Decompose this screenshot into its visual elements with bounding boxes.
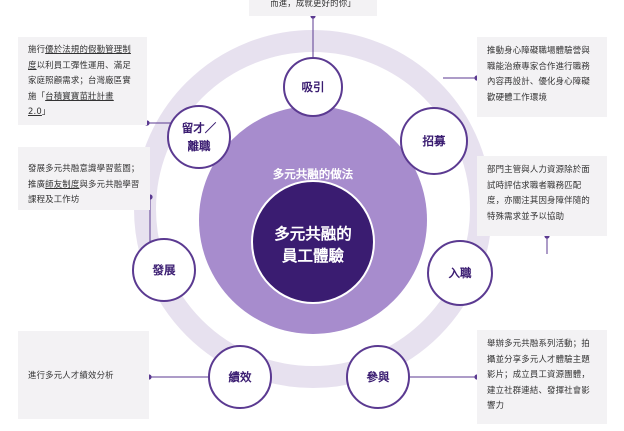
node-onboard[interactable] — [427, 240, 493, 306]
note-recruit-text: 推動身心障礙職場體驗營與職能治療專家合作進行職務內容再設計、優化身心障礙歡硬體工… — [487, 45, 590, 102]
note-engage-text: 舉辦多元共融系列活動；拍攝並分享多元人才體驗主題影片；成立員工資源團體，建立社群… — [487, 338, 590, 410]
label-recruit: 招募 — [423, 134, 446, 148]
note-retain: 施行優於法規的假勤管理制度以利員工彈性運用、滿足家庭照顧需求；台灣廠區實施「台積… — [18, 37, 147, 125]
note-develop-text-1: 發展多元共融意識學習藍圖；推廣 — [28, 163, 140, 189]
core-title-line1: 多元共融的 — [274, 224, 352, 243]
note-retain-text-3: 」 — [41, 106, 51, 116]
note-retain-text-2: 以利員工彈性運用、滿足家庭照顧需求；台灣廠區實施「 — [28, 59, 131, 101]
label-develop: 發展 — [152, 263, 176, 277]
ring-title: 多元共融的做法 — [273, 167, 354, 181]
note-onboard-text: 部門主管與人力資源除於面試時評估求職者職務匹配度，亦關注其因身障伴隨的特殊需求並… — [487, 164, 590, 221]
label-attract: 吸引 — [302, 80, 325, 94]
note-perform-text: 進行多元人才績效分析 — [28, 370, 114, 380]
note-develop: 發展多元共融意識學習藍圖；推廣師友制度與多元共融學習課程及工作坊 — [18, 147, 150, 210]
label-engage: 參與 — [367, 370, 390, 384]
note-perform: 進行多元人才績效分析 — [18, 331, 149, 419]
core-title-line2: 員工體驗 — [281, 246, 345, 265]
note-attract-text: 而進，成就更好的你」 — [270, 0, 356, 8]
node-attract[interactable] — [283, 57, 343, 117]
note-retain-program-link[interactable]: 台積寶寶苗壯計畫 2.0 — [28, 90, 114, 117]
node-develop[interactable] — [132, 238, 196, 302]
note-develop-text-2: 與多元共融學習課程及工作坊 — [28, 178, 140, 205]
node-perform[interactable] — [208, 345, 272, 409]
note-attract: 而進，成就更好的你」 — [249, 0, 377, 16]
node-engage[interactable] — [346, 345, 410, 409]
label-perform: 績效 — [229, 370, 252, 384]
core-circle — [251, 180, 375, 304]
label-retain-line2: 離職 — [188, 139, 211, 153]
note-develop-mentor-link[interactable]: 師友制度 — [45, 178, 80, 189]
label-onboard: 入職 — [449, 266, 472, 280]
note-recruit: 推動身心障礙職場體驗營與職能治療專家合作進行職務內容再設計、優化身心障礙歡硬體工… — [477, 37, 607, 117]
node-recruit[interactable] — [400, 107, 468, 175]
note-retain-text-1: 施行 — [28, 44, 46, 54]
stage-nodes — [132, 57, 493, 409]
node-retain[interactable] — [167, 105, 231, 169]
note-onboard: 部門主管與人力資源除於面試時評估求職者職務匹配度，亦關注其因身障伴隨的特殊需求並… — [477, 156, 607, 236]
note-engage: 舉辦多元共融系列活動；拍攝並分享多元人才體驗主題影片；成立員工資源團體，建立社群… — [477, 330, 607, 424]
label-retain-line1: 留才／ — [182, 121, 217, 135]
note-retain-policy-link[interactable]: 優於法規的假勤管理制度 — [28, 44, 131, 70]
